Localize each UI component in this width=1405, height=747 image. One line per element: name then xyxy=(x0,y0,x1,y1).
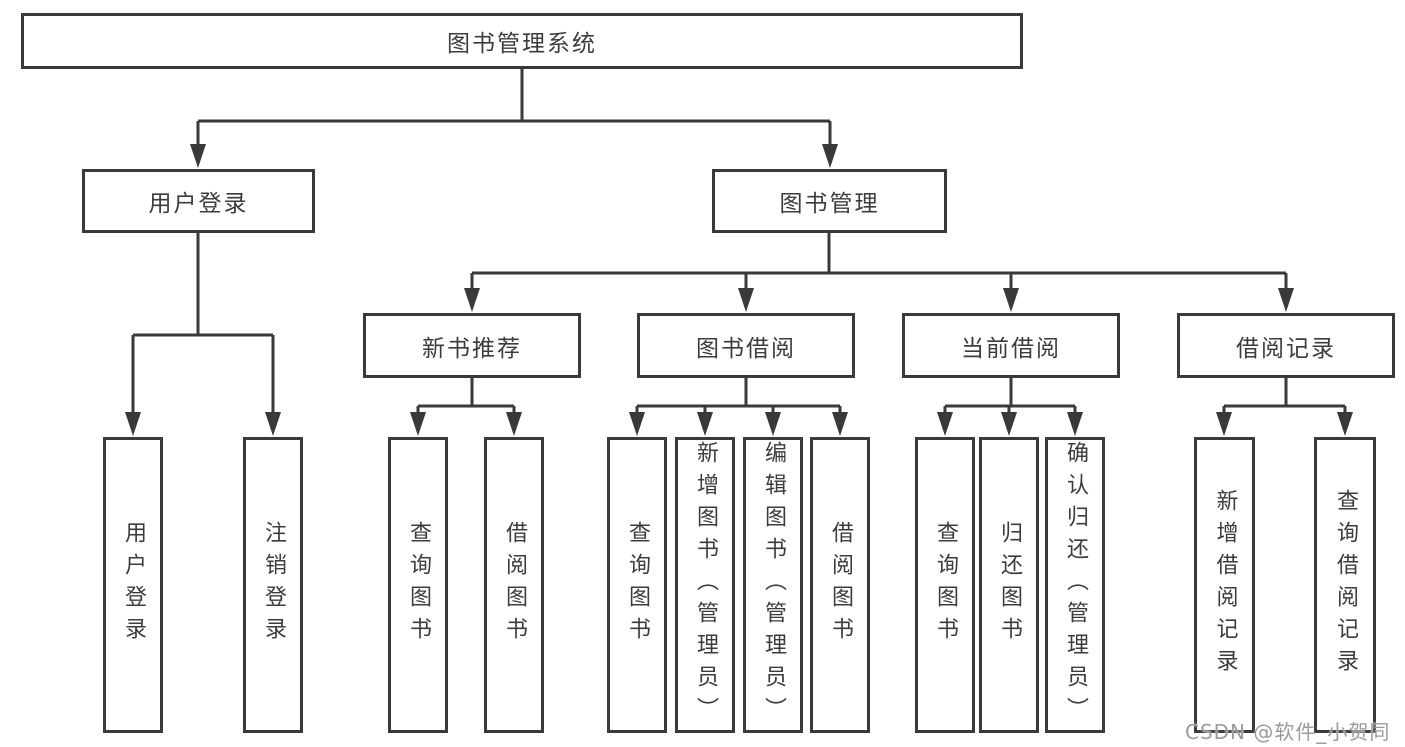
leaf-confirm-return-admin: 确认归还（管理员） xyxy=(1045,437,1105,733)
leaf-return-book: 归还图书 xyxy=(979,437,1039,733)
leaf-label: 确认归还（管理员） xyxy=(1063,441,1088,729)
leaf-edit-book-admin: 编辑图书（管理员） xyxy=(743,437,803,733)
node-user-login-module: 用户登录 xyxy=(82,169,315,233)
leaf-query-book-current: 查询图书 xyxy=(915,437,975,733)
leaf-borrow-book: 借阅图书 xyxy=(810,437,870,733)
leaf-label: 借阅图书 xyxy=(828,521,853,649)
leaf-query-borrow-record: 查询借阅记录 xyxy=(1314,437,1376,733)
leaf-add-borrow-record: 新增借阅记录 xyxy=(1194,437,1255,733)
leaf-logout: 注销登录 xyxy=(243,437,303,733)
node-system-root: 图书管理系统 xyxy=(21,13,1023,69)
leaf-label: 查询借阅记录 xyxy=(1333,489,1358,681)
leaf-label: 注销登录 xyxy=(261,521,286,649)
leaf-add-book-admin: 新增图书（管理员） xyxy=(675,437,735,733)
node-borrow-records: 借阅记录 xyxy=(1177,313,1395,378)
leaf-label: 用户登录 xyxy=(121,521,146,649)
leaf-label: 归还图书 xyxy=(997,521,1022,649)
leaf-borrow-book-recommend: 借阅图书 xyxy=(484,437,544,733)
leaf-query-book-borrowsec: 查询图书 xyxy=(607,437,667,733)
leaf-label: 新增图书（管理员） xyxy=(693,441,718,729)
leaf-label: 查询图书 xyxy=(625,521,650,649)
leaf-label: 新增借阅记录 xyxy=(1212,489,1238,681)
csdn-watermark: CSDN @软件_小贺同学 xyxy=(1185,720,1391,744)
node-new-book-recommend: 新书推荐 xyxy=(363,313,581,378)
leaf-label: 借阅图书 xyxy=(502,521,527,649)
node-book-borrow: 图书借阅 xyxy=(637,313,855,378)
leaf-label: 查询图书 xyxy=(933,521,958,649)
node-book-management-module: 图书管理 xyxy=(712,169,947,233)
leaf-query-book-recommend: 查询图书 xyxy=(388,437,448,733)
leaf-label: 查询图书 xyxy=(406,521,431,649)
leaf-user-login: 用户登录 xyxy=(103,437,163,733)
leaf-label: 编辑图书（管理员） xyxy=(761,441,786,729)
node-current-borrow: 当前借阅 xyxy=(902,313,1120,378)
